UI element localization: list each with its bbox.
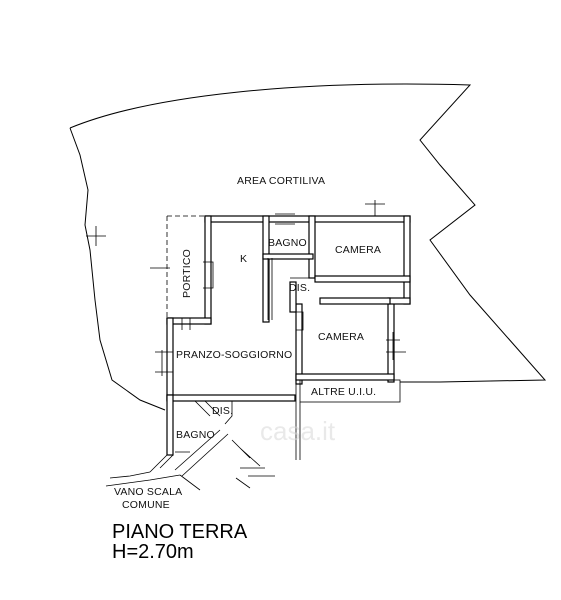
plan-height: H=2.70m — [112, 541, 194, 563]
wall-k-bagno — [262, 215, 270, 323]
wall-camera-mid-bottom — [295, 373, 395, 381]
label-camera-mid: CAMERA — [318, 331, 364, 343]
label-camera-top: CAMERA — [335, 244, 381, 256]
bagno-bottom-walls — [149, 429, 275, 477]
dis-bottom-walls — [194, 400, 233, 425]
wall-top — [204, 215, 411, 223]
label-vano-scala: VANO SCALA — [114, 486, 182, 498]
plan-title: PIANO TERRA — [112, 521, 248, 543]
stair-lines — [105, 471, 251, 491]
courtyard-boundary — [69, 83, 547, 411]
label-area-cortiliva: AREA CORTILIVA — [237, 175, 325, 187]
label-altre-uiu: ALTRE U.I.U. — [311, 386, 376, 398]
wall-lower-left — [166, 394, 174, 456]
label-k: K — [240, 253, 247, 265]
courtyard-ticks — [86, 226, 170, 269]
label-dis-bottom: DIS. — [212, 405, 233, 417]
label-bagno-top: BAGNO — [268, 237, 307, 249]
wall-camera-mid-top — [319, 297, 391, 305]
wall-step — [387, 297, 411, 305]
wall-left — [166, 317, 174, 401]
wall-portico-inner — [204, 215, 212, 325]
wall-camera-mid-left — [295, 303, 303, 385]
wall-camera-top-bottom — [314, 275, 411, 283]
label-bagno-bottom: BAGNO — [176, 429, 215, 441]
window-marks — [155, 200, 406, 453]
watermark: casa.it — [260, 416, 336, 446]
label-pranzo-soggiorno: PRANZO-SOGGIORNO — [176, 349, 292, 361]
wall-portico-bottom — [166, 317, 212, 325]
wall-bagno-camera — [308, 215, 316, 279]
altre-uiu-walls — [295, 380, 301, 460]
altre-uiu-block — [299, 379, 401, 403]
wall-dis-left — [289, 281, 297, 313]
wall-pranzo-bottom — [166, 394, 296, 402]
wall-right-upper — [403, 215, 411, 305]
label-dis-top: DIS. — [289, 282, 310, 294]
label-portico: PORTICO — [181, 249, 193, 298]
portico-top-dashed — [166, 215, 205, 325]
wall-bagno-bottom — [262, 253, 314, 260]
label-comune: COMUNE — [122, 499, 170, 511]
